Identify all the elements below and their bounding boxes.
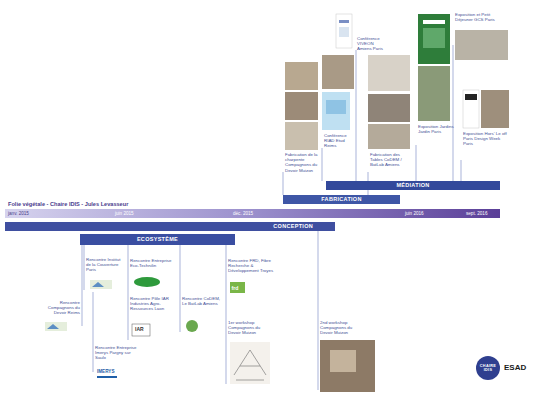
poster-detail xyxy=(339,20,349,23)
logo xyxy=(90,280,112,289)
sketch xyxy=(234,350,266,380)
event-label: Fabrication des Tables CoDEM / BatLab Am… xyxy=(370,152,412,168)
event-label: 2nd workshop Compagnons du Devoir Muizon xyxy=(320,320,366,336)
photo xyxy=(330,350,356,372)
photo xyxy=(368,124,410,149)
date-label: juin 2016 xyxy=(405,211,424,216)
logo xyxy=(186,320,198,332)
event-label: Exposition Jardins Jardin Paris xyxy=(418,124,454,134)
poster-detail xyxy=(423,20,445,24)
leader-line xyxy=(180,245,181,332)
sketch xyxy=(230,342,270,384)
poster xyxy=(322,92,350,130)
leader-line xyxy=(283,172,284,195)
event-label: Exposition et Petit Déjeuner GCS Paris xyxy=(455,12,503,22)
photo xyxy=(481,90,509,128)
diagram-title: Folie végétale - Chaire IDIS - Jules Lev… xyxy=(8,201,128,208)
leader-line xyxy=(93,292,94,372)
event-label: Rencontre Pôle IAR Industries Agro-Resso… xyxy=(130,296,174,312)
event-label: Rencontre CoDEM, Le BatLab Amiens xyxy=(182,296,222,306)
leader-line xyxy=(318,231,319,390)
event-label: Fabrication de la charpente Compagnons d… xyxy=(285,152,329,173)
band-label: MÉDIATION xyxy=(396,182,429,188)
poster-detail xyxy=(339,27,349,37)
timeline-bar: janv. 2015 juin 2015 déc. 2015 juin 2016 sep… xyxy=(5,209,500,218)
photo xyxy=(320,340,375,392)
event-label: Rencontre Entreprise Eco-Technilin xyxy=(130,258,172,268)
event-label: Rencontre FRD, Fibre Recherche & Dévelop… xyxy=(228,258,274,274)
logo-circle: CHAIRE IDIS xyxy=(476,356,500,380)
leader-line xyxy=(128,245,129,340)
photo xyxy=(418,66,450,121)
leader-line xyxy=(416,145,417,181)
event-label: Conférence RIAD Etud Reims xyxy=(324,133,356,149)
logo-text: frd xyxy=(232,285,246,291)
poster xyxy=(336,14,352,48)
photo xyxy=(285,62,318,90)
leader-line xyxy=(226,245,227,384)
leader-line xyxy=(84,245,85,290)
leader-line xyxy=(356,50,357,181)
photo xyxy=(368,55,410,91)
photo xyxy=(285,92,318,120)
leader-line xyxy=(461,160,462,181)
event-label: 1er workshop Compagnons du Devoir Muizon xyxy=(228,320,272,336)
date-label: déc. 2015 xyxy=(233,211,253,216)
leader-line xyxy=(82,245,83,326)
logo xyxy=(47,324,59,329)
date-label: juin 2015 xyxy=(115,211,134,216)
logo-text: IAR xyxy=(135,327,149,333)
event-label: Rencontre Entreprise Imerys Pargny sur S… xyxy=(95,345,139,361)
leader-line xyxy=(453,45,454,181)
photo xyxy=(368,94,410,122)
logo xyxy=(92,282,104,287)
photo xyxy=(285,122,318,150)
poster-detail xyxy=(423,28,445,48)
logo-text: ESAD xyxy=(504,363,534,372)
date-label: janv. 2015 xyxy=(8,211,29,216)
phase-band: FABRICATION xyxy=(283,195,400,204)
poster xyxy=(418,14,450,64)
event-label: Rencontre Compagnons du Devoir Reims xyxy=(38,300,80,316)
phase-band: ECOSYSTÈME xyxy=(80,234,235,245)
leader-line xyxy=(322,148,323,181)
logo xyxy=(97,376,117,378)
event-label: Conférence VIVEON Amiens Paris xyxy=(357,36,387,52)
poster-detail xyxy=(465,94,477,100)
poster xyxy=(463,90,479,128)
band-label: CONCEPTION xyxy=(273,223,313,229)
photo xyxy=(455,30,508,60)
date-label: sept. 2016 xyxy=(466,211,487,216)
logo xyxy=(230,282,245,293)
band-label: ECOSYSTÈME xyxy=(137,236,178,242)
photo xyxy=(322,55,354,89)
event-label: Rencontre Institut de la Couverture Pari… xyxy=(86,257,124,273)
logo xyxy=(132,324,150,336)
band-label: CHAIRE IDIS xyxy=(477,364,499,372)
logo xyxy=(134,277,160,287)
phase-band: CONCEPTION xyxy=(5,222,335,231)
event-label: Exposition Hors' Le off Paris Design Wee… xyxy=(463,131,507,147)
poster-detail xyxy=(326,100,346,114)
phase-band: MÉDIATION xyxy=(326,181,500,190)
band-label: FABRICATION xyxy=(321,196,361,202)
logo-text: IMERYS xyxy=(97,369,121,374)
logo xyxy=(45,322,67,331)
